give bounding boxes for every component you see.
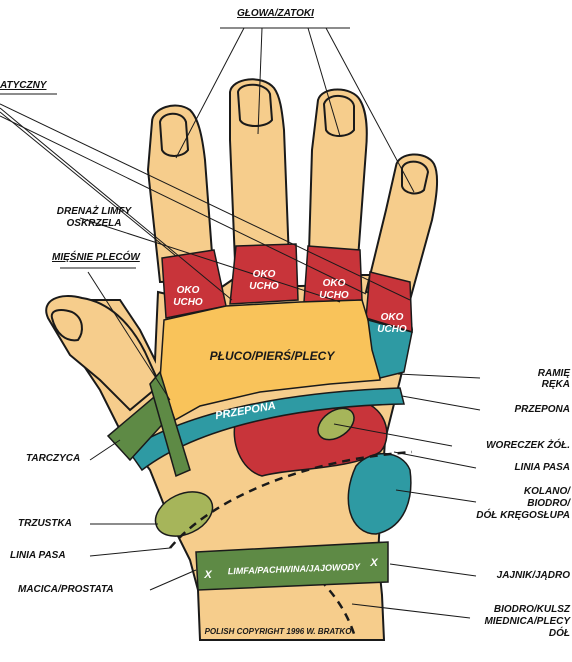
zone-label-ucho-2: UCHO (249, 281, 279, 292)
label-reka: RĘKA (470, 379, 570, 390)
label-jajnik: JAJNIK/JĄDRO (450, 570, 570, 581)
label-ramie: RAMIĘ (470, 368, 570, 379)
label-drenaz-1: DRENAŻ LIMFY (44, 206, 144, 217)
label-miesnie-plecow: MIĘŚNIE PLECÓW (52, 252, 140, 263)
label-glowa-zatoki: GŁOWA/ZATOKI (237, 8, 314, 19)
label-macica-prostata: MACICA/PROSTATA (18, 584, 114, 595)
label-przepona-right: PRZEPONA (470, 404, 570, 415)
label-kolano-2: BIODRO/ (450, 498, 570, 509)
label-biodro-1: BIODRO/KULSZ (450, 604, 570, 615)
label-drenaz-2: OSKRZELA (44, 218, 144, 229)
label-trzustka: TRZUSTKA (18, 518, 72, 529)
label-limfatyczny: ATYCZNY (0, 80, 46, 91)
zone-label-ucho-4: UCHO (377, 324, 407, 335)
copyright-text: POLISH COPYRIGHT 1996 W. BRATKO (205, 627, 353, 636)
zone-label-ucho-3: UCHO (319, 290, 349, 301)
zone-label-ucho-1: UCHO (173, 297, 203, 308)
label-kolano-1: KOLANO/ (450, 486, 570, 497)
thumb-nail (52, 310, 82, 340)
label-biodro-3: DÓŁ (450, 628, 570, 639)
label-tarczyca: TARCZYCA (26, 453, 80, 464)
nail-index (160, 114, 188, 156)
label-linia-pasa-right: LINIA PASA (450, 462, 570, 473)
nail-middle (238, 85, 272, 126)
nail-ring (324, 96, 354, 136)
label-woreczek: WORECZEK ŻÓŁ. (450, 440, 570, 451)
zone-label-oko-1: OKO (177, 285, 200, 296)
zone-label-pluco: PŁUCO/PIERŚ/PLECY (210, 348, 336, 363)
zone-label-oko-2: OKO (253, 269, 276, 280)
x-mark-right: X (369, 557, 378, 569)
zone-kolano (348, 454, 411, 534)
label-linia-pasa-left: LINIA PASA (10, 550, 66, 561)
x-mark-left: X (203, 569, 212, 581)
zone-label-oko-4: OKO (381, 312, 404, 323)
zone-label-oko-3: OKO (323, 278, 346, 289)
label-biodro-2: MIEDNICA/PLECY (450, 616, 570, 627)
label-kolano-3: DÓŁ KRĘGOSŁUPA (450, 510, 570, 521)
